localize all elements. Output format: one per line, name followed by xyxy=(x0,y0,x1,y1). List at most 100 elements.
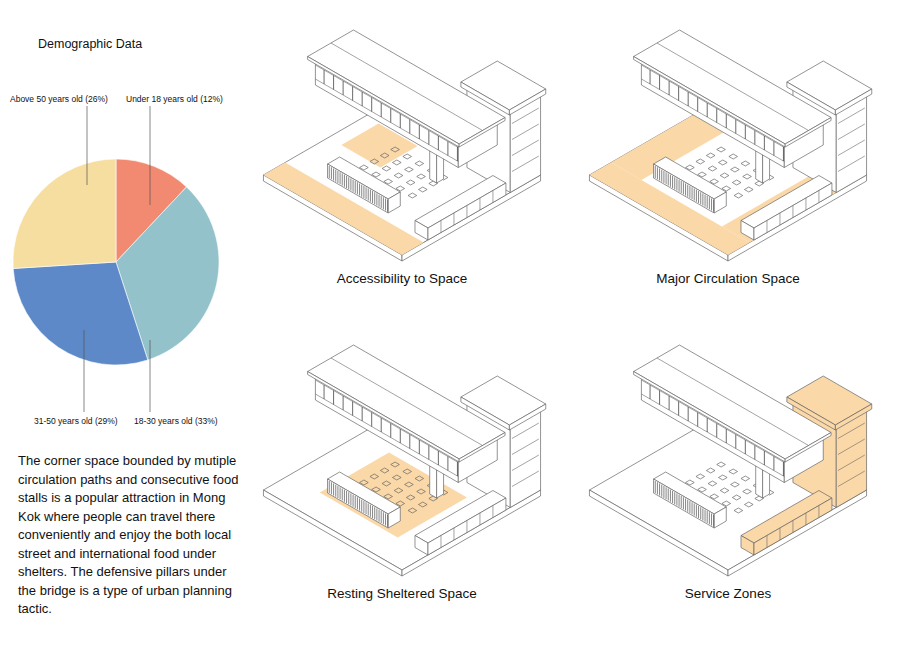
stall-shutter xyxy=(655,166,656,178)
window-mullion xyxy=(754,131,755,145)
iso-line xyxy=(792,206,793,218)
stall-shutter xyxy=(340,172,341,184)
stall-shutter xyxy=(713,200,714,212)
table-symbol xyxy=(408,508,417,513)
window-mullion xyxy=(678,87,679,101)
stall-shutter xyxy=(329,481,330,493)
bridge-roof xyxy=(308,57,460,148)
bridge-roof xyxy=(308,345,505,459)
window-mullion xyxy=(783,462,784,476)
table-symbol xyxy=(729,469,738,474)
stall-shutter xyxy=(344,175,345,187)
food-stall xyxy=(328,479,389,528)
stall-shutter xyxy=(337,171,338,183)
stall-shutter xyxy=(337,486,338,498)
bridge-roof xyxy=(634,57,786,148)
window-mullion xyxy=(697,413,698,427)
iso-line xyxy=(512,471,539,487)
table-symbol xyxy=(741,161,750,166)
table-symbol xyxy=(406,495,415,500)
stall-shutter xyxy=(346,491,347,503)
pie-label: 31-50 years old (29%) xyxy=(34,416,118,426)
iso-line xyxy=(838,439,865,455)
service-roof xyxy=(835,89,871,115)
stall-shutter xyxy=(707,196,708,208)
stall-shutter xyxy=(383,512,384,524)
leader-line xyxy=(150,106,151,205)
pie-chart xyxy=(13,159,219,365)
window-mullion xyxy=(428,131,429,145)
stall-shutter xyxy=(689,186,690,198)
food-stall xyxy=(388,507,400,528)
stall-shutter xyxy=(355,181,356,193)
window-mullion xyxy=(438,451,439,465)
iso-line xyxy=(657,358,809,446)
pie-label: Under 18 years old (12%) xyxy=(126,94,223,104)
bridge-roof xyxy=(785,118,831,148)
stall-shutter xyxy=(659,484,660,496)
stall-shutter xyxy=(713,515,714,527)
table-symbol xyxy=(718,475,727,480)
window-mullion xyxy=(362,92,363,106)
table-symbol xyxy=(706,153,715,158)
stall-shutter xyxy=(387,200,388,212)
table-symbol xyxy=(734,508,743,513)
table-symbol xyxy=(380,153,389,158)
base-platform xyxy=(728,490,867,576)
panel-caption: Accessibility to Space xyxy=(337,271,468,287)
bridge-roof xyxy=(459,433,505,463)
stall-shutter xyxy=(676,179,677,191)
stall-shutter xyxy=(670,175,671,187)
table-symbol xyxy=(720,488,729,493)
stall-shutter xyxy=(379,195,380,207)
window-mullion xyxy=(735,120,736,134)
stall-shutter xyxy=(383,197,384,209)
stall-shutter xyxy=(705,195,706,207)
iso-line xyxy=(838,423,865,439)
window-mullion xyxy=(650,70,651,84)
stall-shutter xyxy=(694,504,695,516)
stall-shutter xyxy=(361,185,362,197)
iso-line xyxy=(779,213,780,225)
stall-shutter xyxy=(687,500,688,512)
table-symbol xyxy=(732,180,741,185)
stall-shutter xyxy=(692,187,693,199)
stall-shutter xyxy=(689,501,690,513)
stall-shutter xyxy=(674,177,675,189)
iso-line xyxy=(792,521,793,533)
window-mullion xyxy=(659,391,660,405)
iso-line xyxy=(818,191,819,203)
iso-line xyxy=(838,140,865,156)
table-symbol xyxy=(743,174,752,179)
iso-line xyxy=(453,213,454,225)
window-mullion xyxy=(659,76,660,90)
leader-line xyxy=(84,330,85,412)
window-mullion xyxy=(428,446,429,460)
stall-shutter xyxy=(348,177,349,189)
stall-shutter xyxy=(709,512,710,524)
highlight-zone xyxy=(263,163,423,256)
stall-shutter xyxy=(342,489,343,501)
window-mullion xyxy=(343,396,344,410)
description-note: The corner space bounded by mutiple circ… xyxy=(18,452,240,619)
table-symbol xyxy=(731,482,740,487)
window-mullion xyxy=(688,407,689,421)
table-symbol xyxy=(380,468,389,473)
stall-shutter xyxy=(374,507,375,519)
iso-line xyxy=(512,124,539,140)
table-symbol xyxy=(403,469,412,474)
food-stall xyxy=(388,192,400,213)
stall-shutter xyxy=(346,176,347,188)
window-mullion xyxy=(669,396,670,410)
stall-shutter xyxy=(679,180,680,192)
stall-shutter xyxy=(670,490,671,502)
window-mullion xyxy=(419,440,420,454)
window-mullion xyxy=(754,446,755,460)
stall-shutter xyxy=(381,511,382,523)
kiosk-row xyxy=(741,536,754,556)
stall-shutter xyxy=(694,189,695,201)
window-mullion xyxy=(381,103,382,117)
table-symbol xyxy=(732,495,741,500)
iso-line xyxy=(838,108,865,124)
window-mullion xyxy=(764,451,765,465)
